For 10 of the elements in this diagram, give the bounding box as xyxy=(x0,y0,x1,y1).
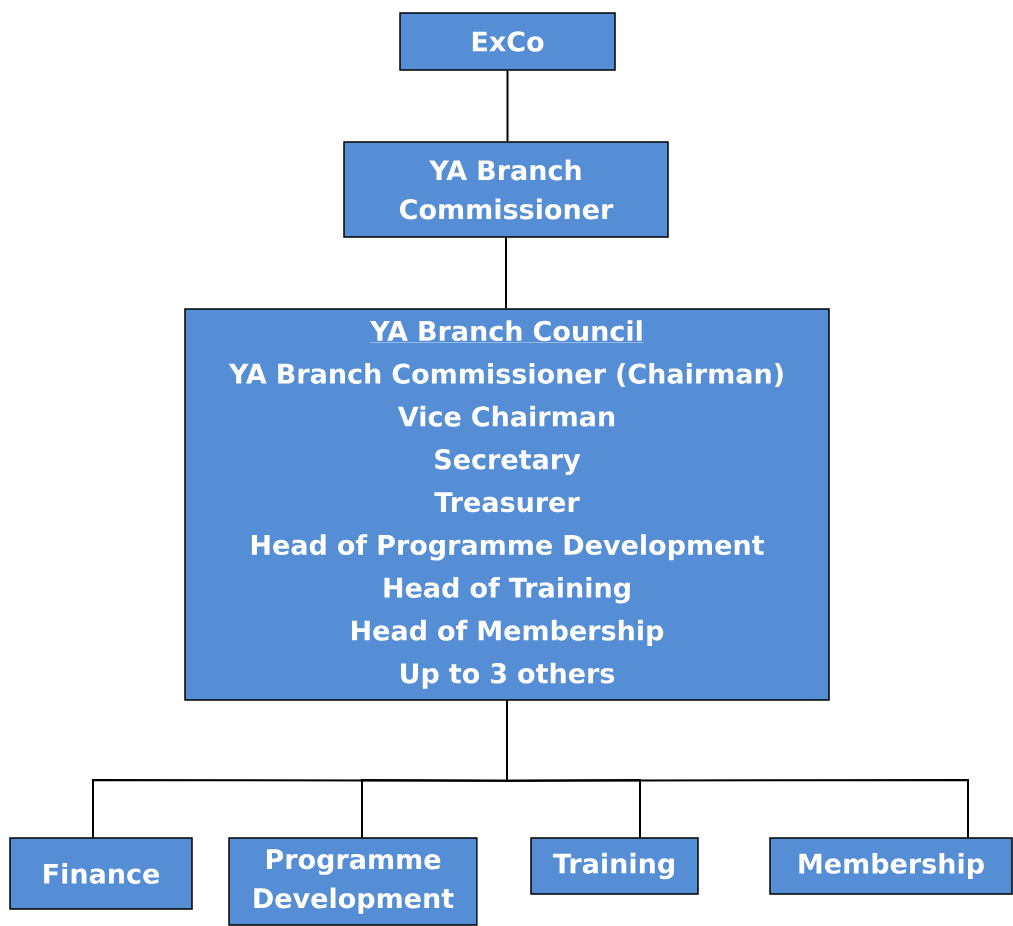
connector-line xyxy=(505,236,507,310)
org-box: ExCo xyxy=(399,12,616,71)
connector-line xyxy=(506,69,509,143)
department-box: Finance xyxy=(9,837,193,910)
department-box: Training xyxy=(530,837,699,895)
council-box: YA Branch Council YA Branch Commissioner (Chairman) Vice Chairman Secretary Treasurer Head of Programme Development Head of Training Head of Membership Up to 3 others xyxy=(184,308,830,701)
department-box: Membership xyxy=(769,837,1013,895)
connector-line xyxy=(506,699,969,839)
org-box: YA Branch Commissioner xyxy=(343,141,669,238)
department-box: Programme Development xyxy=(228,837,478,926)
